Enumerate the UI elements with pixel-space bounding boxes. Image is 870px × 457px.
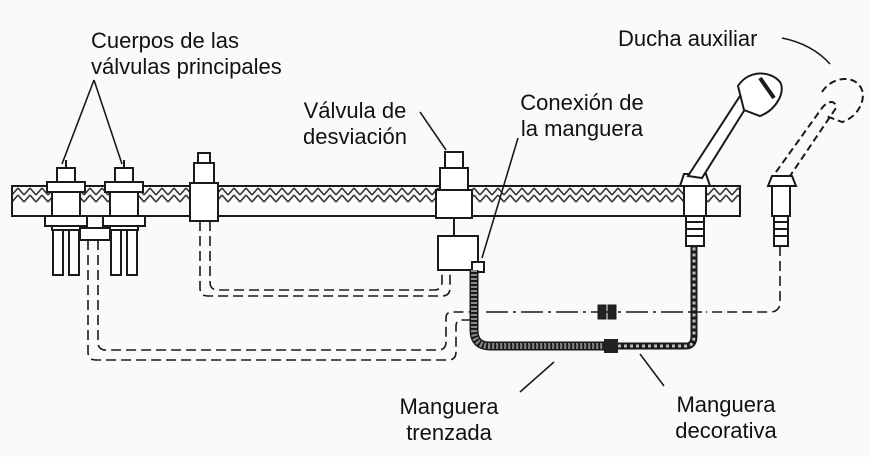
hose-joint [604,339,618,353]
label-diverter-line2: desviación [303,124,407,149]
diverter-valve [435,151,485,273]
main-valve-body-right [102,160,146,276]
label-decorative-hose-line2: decorativa [675,418,777,443]
aux-shower-base [766,175,798,247]
label-hose-connection-line1: Conexión de [520,90,644,115]
valve-crossover [79,227,111,241]
label-main-valves-line1: Cuerpos de las [91,28,239,53]
leader-lines [61,37,831,393]
main-valve-body-left [44,160,88,276]
handshower [686,72,783,180]
label-diverter-line1: Válvula de [303,98,407,123]
label-main-valves-line2: válvulas principales [91,54,282,79]
handshower-mount [678,173,712,247]
braided-hose [469,270,606,351]
supply-piping [87,221,781,361]
inline-connector [597,304,617,320]
label-braided-hose-line1: Manguera [399,394,499,419]
spout-fitting [189,152,219,222]
label-braided-hose-line2: trenzada [406,420,492,445]
decorative-hose [618,246,698,350]
label-aux-shower: Ducha auxiliar [618,26,758,51]
label-decorative-hose-line1: Manguera [676,392,776,417]
aux-shower-alternate [775,78,864,177]
label-hose-connection-line2: la manguera [520,116,644,141]
